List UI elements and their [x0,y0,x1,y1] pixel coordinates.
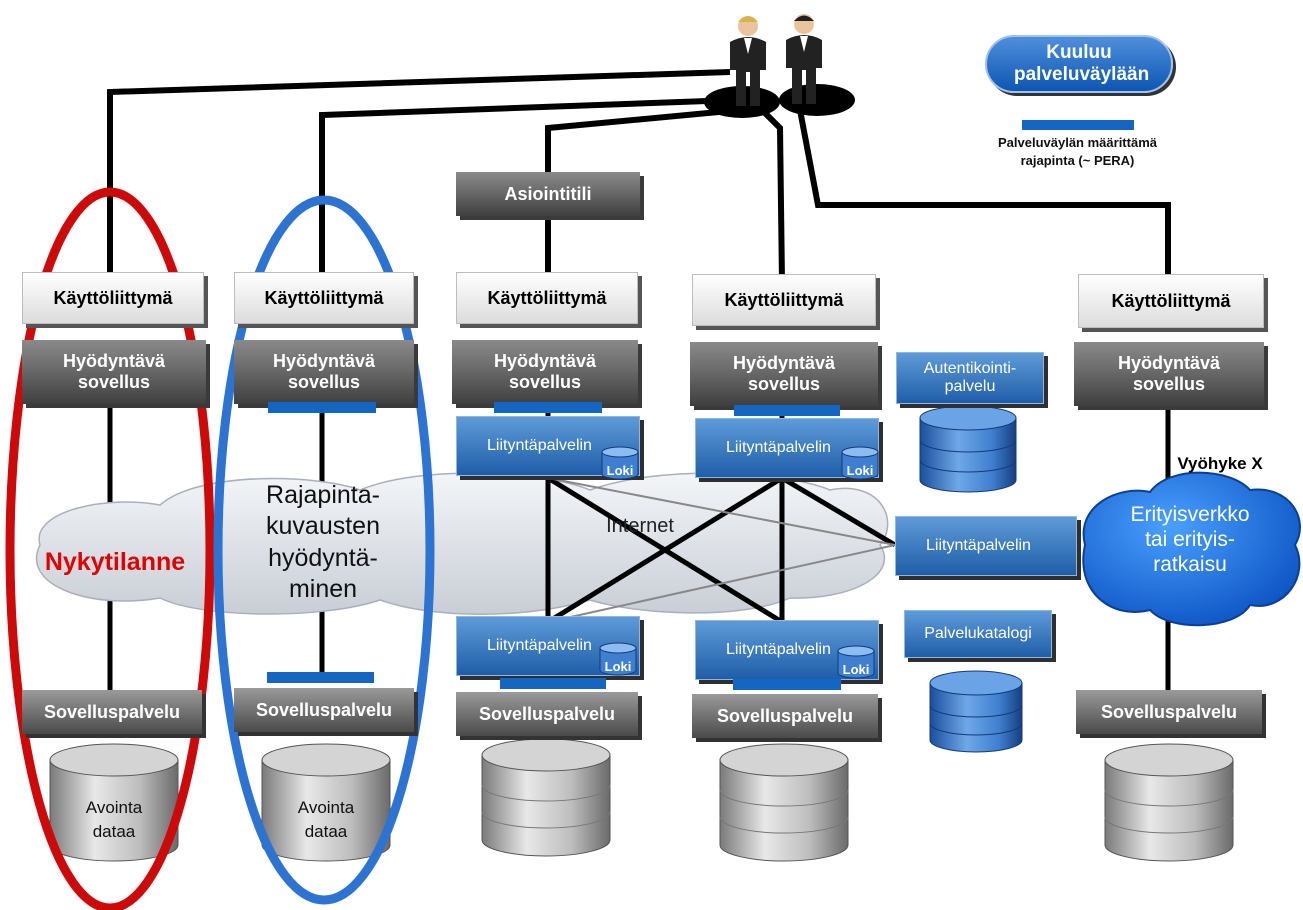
db-col4 [719,743,849,862]
auth-service-box: Autentikointi-palvelu [896,352,1044,404]
app-box-col3: Hyödyntävä sovellus [452,340,638,404]
legend-badge: Kuuluu palveluväylään [985,35,1173,93]
current-state-ellipse [5,187,215,910]
asiointitili-box: Asiointitili [456,172,640,216]
zone-label: Vyöhyke X [1177,454,1263,473]
db-label-col2: Avointa dataa [297,798,355,841]
db-col3 [481,738,611,857]
service-box-col2: Sovelluspalvelu [234,688,414,732]
db-col1 [49,743,179,862]
interface-marker-col4-top [734,405,840,416]
internet-cloud [35,472,889,615]
users-icon [730,14,822,106]
app-box-col5: Hyödyntävä sovellus [1074,342,1264,406]
service-box-col4: Sovelluspalvelu [692,694,878,738]
interface-marker-col4-bottom [733,679,841,690]
app-box-col2: Hyödyntävä sovellus [234,340,414,404]
loki-icon: Loki [840,446,880,480]
loki-icon: Loki [600,446,640,480]
ui-box-col1: Käyttöliittymä [22,272,204,324]
db-label-col1: Avointa dataa [85,798,143,841]
interface-marker-col2-bottom [267,672,374,683]
interface-marker-col3-top [494,402,602,413]
special-network-label: Erityisverkko tai erityis-ratkaisu [1130,503,1250,577]
internet-links [545,475,897,625]
ui-box-col4: Käyttöliittymä [692,274,876,326]
interface-use-label: Rajapinta-kuvausten hyödyntä-minen [266,481,380,603]
internet-links-thin [547,477,896,623]
service-box-col5: Sovelluspalvelu [1076,690,1262,734]
loki-icon: Loki [836,645,876,679]
loki-icon: Loki [598,642,638,676]
db-auth [919,405,1017,493]
service-catalog-box: Palvelukatalogi [904,610,1052,658]
db-catalog [929,670,1023,753]
bus-lines [107,69,1171,283]
db-col2 [261,743,391,862]
ui-box-col5: Käyttöliittymä [1078,274,1264,328]
app-box-col4: Hyödyntävä sovellus [690,342,878,406]
service-box-col1: Sovelluspalvelu [22,690,202,734]
adapter-box-zone: Liityntäpalvelin [895,516,1077,576]
db-col5 [1104,743,1234,862]
app-box-col1: Hyödyntävä sovellus [22,340,206,404]
special-network-cloud [1082,471,1301,627]
interface-use-ellipse [213,195,435,905]
ui-box-col3: Käyttöliittymä [456,272,638,324]
internet-label: Internet [606,515,674,537]
legend-interface-label: Palveluväylän määrittämä rajapinta (~ PE… [998,135,1157,168]
legend-interface-line [1022,120,1134,130]
interface-marker-col2-top [268,402,376,413]
interface-marker-col3-bottom [500,678,606,689]
current-state-label: Nykytilanne [44,548,186,576]
ui-box-col2: Käyttöliittymä [234,272,414,324]
service-box-col3: Sovelluspalvelu [456,692,638,736]
